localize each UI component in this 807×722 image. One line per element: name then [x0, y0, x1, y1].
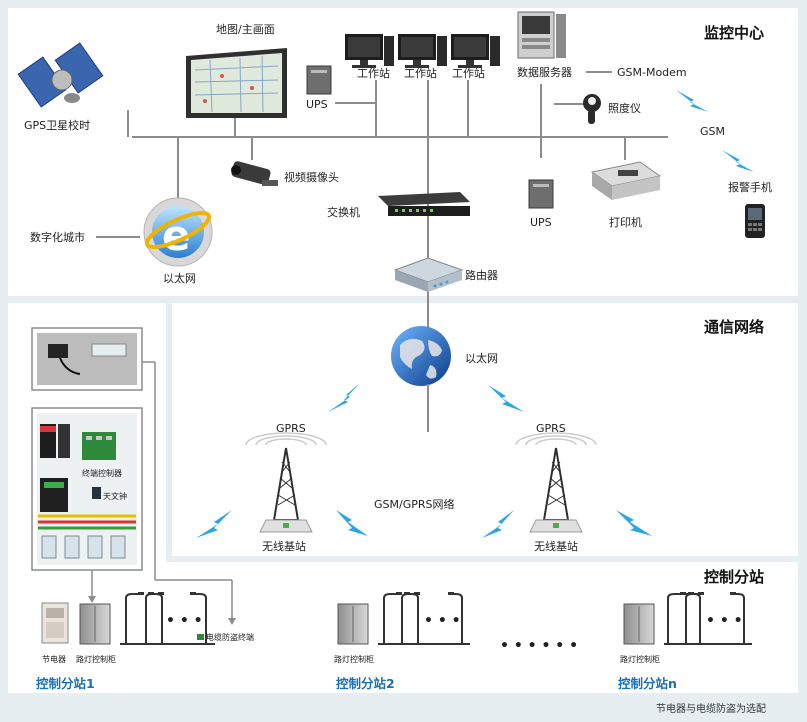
station-1-name: 控制分站1 — [36, 676, 95, 691]
digital-city-label: 数字化城市 — [30, 230, 85, 244]
dots-2: • • • — [424, 613, 461, 629]
ups-1-label: UPS — [306, 98, 328, 111]
alarm-phone-label: 报警手机 — [728, 180, 772, 194]
cabinet-n-label: 路灯控制柜 — [620, 654, 660, 664]
gprs-left-label: GPRS — [276, 422, 306, 435]
station-n-name: 控制分站n — [618, 676, 677, 691]
workstation-1-icon — [345, 34, 394, 68]
workstation-3-label: 工作站 — [452, 66, 485, 80]
gsm-gprs-network-label: GSM/GPRS网络 — [374, 497, 455, 511]
monitor-wiring — [96, 71, 668, 430]
illuminometer-label: 照度仪 — [608, 101, 641, 115]
printer-label: 打印机 — [609, 215, 642, 229]
cabinet-1-label: 路灯控制柜 — [76, 654, 116, 664]
ethernet-label-monitor: 以太网 — [163, 272, 196, 285]
base-station-right-icon — [515, 432, 597, 533]
base-station-left-icon — [245, 432, 327, 533]
cable-terminal-label: 电缆防盗终端 — [206, 632, 254, 642]
astronomical-clock-label: 天文钟 — [103, 491, 127, 501]
network-panel — [172, 303, 798, 556]
map-screen-icon — [186, 48, 287, 118]
printer-icon — [590, 161, 662, 200]
switch-label: 交换机 — [327, 205, 360, 219]
section-title-network: 通信网络 — [704, 318, 764, 336]
dots-1: • • • — [166, 613, 203, 629]
section-title-station: 控制分站 — [704, 568, 764, 586]
arrow-icon — [88, 596, 96, 603]
lightning-icon — [676, 90, 708, 112]
ethernet-icon: e — [143, 197, 213, 267]
map-screen-label: 地图/主画面 — [216, 23, 275, 36]
cable-terminal-icon — [197, 634, 204, 640]
light-cabinet-2-icon — [337, 603, 369, 645]
energy-saver-label: 节电器 — [42, 654, 66, 664]
switch-icon — [378, 192, 470, 216]
workstation-2-label: 工作站 — [404, 66, 437, 80]
ethernet-label-network: 以太网 — [465, 352, 498, 365]
dots-3: • • • — [706, 613, 743, 629]
mobile-phone-icon — [745, 204, 765, 238]
camera-label: 视频摄像头 — [284, 170, 339, 184]
router-label: 路由器 — [465, 268, 498, 282]
energy-saver-icon — [41, 602, 69, 644]
ups-icon-2 — [528, 179, 554, 209]
data-server-label: 数据服务器 — [517, 65, 572, 79]
gps-label: GPS卫星校时 — [24, 118, 90, 132]
router-icon — [393, 257, 464, 292]
station-wiring — [91, 361, 233, 620]
footnote: 节电器与电缆防盗为选配 — [656, 702, 766, 715]
street-light-icon — [186, 593, 215, 645]
gprs-right-label: GPRS — [536, 422, 566, 435]
workstation-3-icon — [451, 34, 500, 68]
ups-icon — [306, 65, 332, 95]
satellite-icon — [17, 42, 104, 108]
globe-icon — [391, 326, 451, 386]
base-station-right-label: 无线基站 — [534, 539, 578, 553]
base-station-left-label: 无线基站 — [262, 539, 306, 553]
cabinet-2-label: 路灯控制柜 — [334, 654, 374, 664]
workstation-2-icon — [398, 34, 447, 68]
workstation-1-label: 工作站 — [357, 66, 390, 80]
light-cabinet-1-icon — [79, 603, 111, 645]
dots-between: • • • • • • — [500, 638, 578, 654]
control-cabinet-photo — [31, 407, 143, 571]
network-lightning — [196, 383, 652, 538]
lightning-icon-2 — [722, 150, 754, 172]
arrow-icon-2 — [228, 618, 236, 625]
modem-photo — [31, 327, 143, 391]
station-2-name: 控制分站2 — [336, 676, 395, 691]
camera-icon — [231, 161, 278, 186]
ups-2-label: UPS — [530, 216, 552, 229]
gsm-modem-label: GSM-Modem — [617, 66, 687, 79]
server-icon — [517, 11, 566, 59]
terminal-controller-label: 终端控制器 — [82, 468, 122, 478]
gsm-label: GSM — [700, 125, 725, 138]
light-cabinet-n-icon — [623, 603, 655, 645]
section-title-monitor: 监控中心 — [704, 24, 764, 42]
illuminometer-icon — [583, 94, 601, 124]
